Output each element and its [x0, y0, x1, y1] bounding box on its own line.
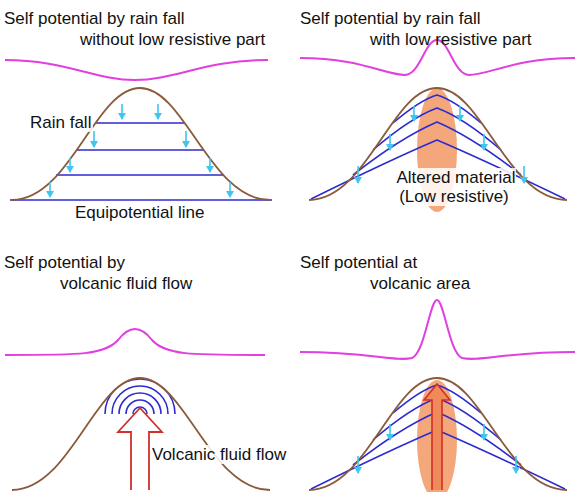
panel-title: Self potential by rain fall with low res…: [300, 9, 532, 49]
spacer: [159, 252, 204, 273]
panel-title-box: Self potential by rain fall without low …: [4, 8, 279, 50]
equipotential-label-box: Equipotential line: [75, 202, 204, 223]
rain-arrows: [358, 424, 516, 473]
volcano-outline: [309, 378, 567, 490]
panel-title-box: Self potential at volcanic area: [300, 252, 485, 294]
panel-title: Self potential by rain fall without low …: [4, 9, 265, 49]
spacer: [450, 252, 485, 273]
spacer: [204, 8, 279, 29]
sp-curve: [5, 329, 265, 355]
rain-label: Rain fall: [28, 113, 93, 132]
panel-title-box: Self potential by rain fall with low res…: [300, 8, 550, 50]
spacer: [300, 273, 370, 294]
sp-curve: [5, 60, 268, 80]
flow-label-box: Volcanic fluid flow: [150, 444, 288, 465]
sp-curve: [300, 300, 575, 359]
panel-title: Self potential at volcanic area: [300, 253, 470, 293]
altered-label-box: Altered material (Low resistive): [393, 168, 517, 206]
altered-label: Altered material (Low resistive): [394, 168, 515, 206]
spacer: [4, 273, 60, 294]
equipotential-label: Equipotential line: [75, 203, 204, 222]
fluid-flow-arrow: [424, 384, 450, 490]
panel-title: Self potential by volcanic fluid flow: [4, 253, 192, 293]
rain-label-box: Rain fall: [28, 112, 93, 133]
panel-title-box: Self potential by volcanic fluid flow: [4, 252, 204, 294]
flow-label: Volcanic fluid flow: [150, 445, 288, 464]
spacer: [4, 29, 80, 50]
spacer: [498, 8, 550, 29]
volcano-outline: [12, 88, 270, 200]
spacer: [300, 29, 370, 50]
equipotential-lines: [10, 123, 272, 200]
equipotential-lines: [311, 385, 565, 489]
volcano-outline: [12, 378, 270, 490]
